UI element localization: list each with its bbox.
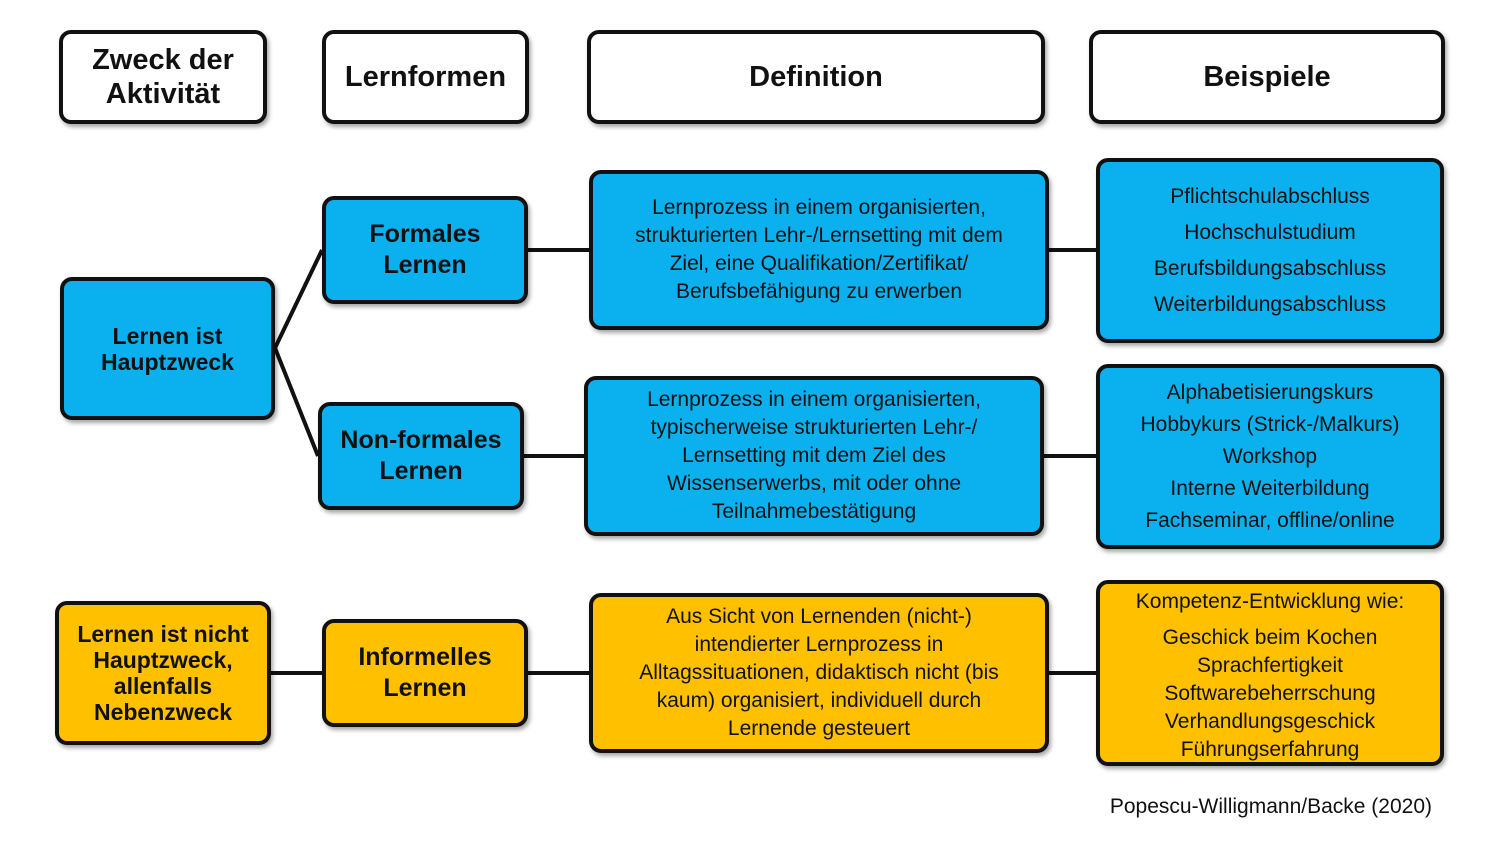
examples-informal: Kompetenz-Entwicklung wie: Geschick beim…: [1096, 580, 1444, 766]
examples-formal-list: Pflichtschulabschluss Hochschulstudium B…: [1154, 179, 1386, 323]
definition-formal: Lernprozess in einem organisierten, stru…: [589, 170, 1049, 330]
header-lernformen: Lernformen: [322, 30, 529, 124]
examples-informal-intro: Kompetenz-Entwicklung wie:: [1135, 590, 1405, 613]
example-nonformal-1: Alphabetisierungskurs: [1166, 380, 1374, 404]
definition-nonformal-line-4: Wissenserwerbs, mit oder ohne: [666, 472, 962, 495]
source-citation: Popescu-Willigmann/Backe (2020): [1109, 795, 1432, 818]
header-definition-label: Definition: [749, 61, 883, 93]
purpose-not-main-line-1: Lernen ist nicht: [77, 621, 249, 647]
definition-informal-line-5: Lernende gesteuert: [727, 717, 911, 740]
example-formal-4: Weiterbildungsabschluss: [1154, 292, 1386, 316]
purpose-not-main: Lernen ist nicht Hauptzweck, allenfalls …: [55, 601, 271, 745]
header-definition: Definition: [587, 30, 1045, 124]
purpose-main-line-2: Hauptzweck: [101, 348, 234, 375]
definition-informal-line-3: Alltagssituationen, didaktisch nicht (bi…: [639, 661, 999, 684]
definition-formal-line-4: Berufsbefähigung zu erwerben: [675, 280, 963, 303]
connector-main-to-nonformal: [273, 347, 320, 457]
example-informal-1: Geschick beim Kochen: [1162, 626, 1378, 649]
example-formal-3: Berufsbildungsabschluss: [1153, 256, 1387, 280]
purpose-main-line-1: Lernen ist: [112, 322, 223, 349]
example-nonformal-3: Workshop: [1222, 444, 1318, 468]
definition-nonformal: Lernprozess in einem organisierten, typi…: [584, 376, 1044, 536]
example-formal-1: Pflichtschulabschluss: [1170, 184, 1370, 208]
form-nonformal-line-2: Lernen: [379, 457, 463, 485]
definition-formal-line-1: Lernprozess in einem organisierten,: [652, 196, 986, 219]
example-nonformal-2: Hobbykurs (Strick-/Malkurs): [1140, 412, 1400, 436]
purpose-not-main-line-3: allenfalls: [113, 673, 213, 699]
definition-nonformal-line-5: Teilnahmebestätigung: [711, 500, 917, 523]
header-zweck: Zweck der Aktivität: [59, 30, 267, 124]
form-informal-line-2: Lernen: [383, 674, 467, 702]
definition-formal-line-3: Ziel, eine Qualifikation/Zertifikat/: [669, 252, 969, 275]
definition-informal-line-2: intendierter Lernprozess in: [694, 633, 944, 656]
example-formal-2: Hochschulstudium: [1184, 220, 1356, 244]
definition-informal-line-1: Aus Sicht von Lernenden (nicht-): [666, 605, 972, 628]
example-informal-5: Führungserfahrung: [1180, 738, 1360, 761]
form-formal: Formales Lernen: [322, 196, 528, 304]
header-lernformen-label: Lernformen: [344, 61, 507, 93]
example-informal-4: Verhandlungsgeschick: [1164, 710, 1376, 733]
examples-nonformal-list: Alphabetisierungskurs Hobbykurs (Strick-…: [1140, 377, 1399, 537]
header-beispiele: Beispiele: [1089, 30, 1445, 124]
header-zweck-line-1: Zweck der: [92, 44, 234, 76]
header-beispiele-label: Beispiele: [1203, 61, 1331, 93]
form-formal-line-2: Lernen: [383, 251, 467, 279]
definition-nonformal-line-2: typischerweise strukturierten Lehr-/: [650, 416, 978, 439]
definition-formal-line-2: strukturierten Lehr-/Lernsetting mit dem: [635, 224, 1003, 247]
example-nonformal-4: Interne Weiterbildung: [1170, 476, 1370, 500]
form-informal-line-1: Informelles: [358, 643, 492, 671]
example-nonformal-5: Fachseminar, offline/online: [1145, 508, 1395, 532]
example-informal-2: Sprachfertigkeit: [1197, 654, 1343, 677]
definition-informal: Aus Sicht von Lernenden (nicht-) intendi…: [589, 593, 1049, 753]
purpose-not-main-line-4: Nebenzweck: [93, 699, 233, 725]
examples-informal-list: Geschick beim Kochen Sprachfertigkeit So…: [1163, 624, 1378, 764]
form-nonformal: Non-formales Lernen: [318, 402, 524, 510]
definition-informal-line-4: kaum) organisiert, individuell durch: [656, 689, 982, 712]
connector-main-to-formal: [273, 249, 324, 349]
definition-nonformal-line-1: Lernprozess in einem organisierten,: [647, 388, 981, 411]
examples-formal: Pflichtschulabschluss Hochschulstudium B…: [1096, 158, 1444, 343]
examples-nonformal: Alphabetisierungskurs Hobbykurs (Strick-…: [1096, 364, 1444, 549]
form-nonformal-line-1: Non-formales: [340, 426, 502, 454]
purpose-not-main-line-2: Hauptzweck,: [93, 647, 233, 673]
example-informal-3: Softwarebeherrschung: [1164, 682, 1376, 705]
form-formal-line-1: Formales: [369, 220, 481, 248]
form-informal: Informelles Lernen: [322, 619, 528, 727]
purpose-main: Lernen ist Hauptzweck: [60, 277, 275, 420]
definition-nonformal-line-3: Lernsetting mit dem Ziel des: [682, 444, 946, 467]
header-zweck-line-2: Aktivität: [105, 78, 221, 110]
